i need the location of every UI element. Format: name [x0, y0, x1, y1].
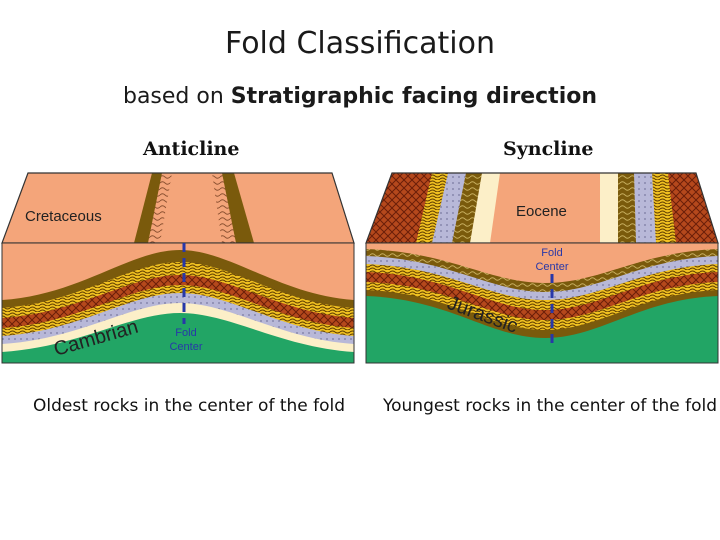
syncline-fold-center-label-1: Fold — [541, 247, 562, 259]
subtitle-prefix: based on — [122, 84, 231, 109]
subtitle-emphasis: Stratigraphic facing direction — [230, 84, 598, 109]
anticline-diagram: Fold Center Cretaceous Cambrian — [1, 172, 355, 364]
syncline-fold-center-label-2: Center — [535, 261, 568, 273]
anticline-map-surface — [1, 172, 355, 244]
anticline-heading: Anticline — [143, 138, 240, 160]
syncline-top-unit-label: Eocene — [516, 203, 567, 220]
syncline-heading: Syncline — [503, 138, 594, 160]
page-title: Fold Classification — [225, 26, 495, 61]
syncline-caption: Youngest rocks in the center of the fold — [383, 396, 718, 416]
anticline-caption: Oldest rocks in the center of the fold — [33, 396, 346, 416]
syncline-diagram: Fold Center Eocene Jurassic — [365, 172, 719, 364]
anticline-fold-center-label-1: Fold — [175, 327, 196, 339]
anticline-fold-center-label-2: Center — [169, 341, 202, 353]
anticline-top-unit-label: Cretaceous — [25, 208, 102, 225]
syncline-cross-section — [366, 243, 718, 363]
anticline-cross-section — [2, 243, 354, 363]
page-subtitle: based on Stratigraphic facing direction — [0, 84, 720, 109]
syncline-map-surface — [365, 172, 719, 244]
